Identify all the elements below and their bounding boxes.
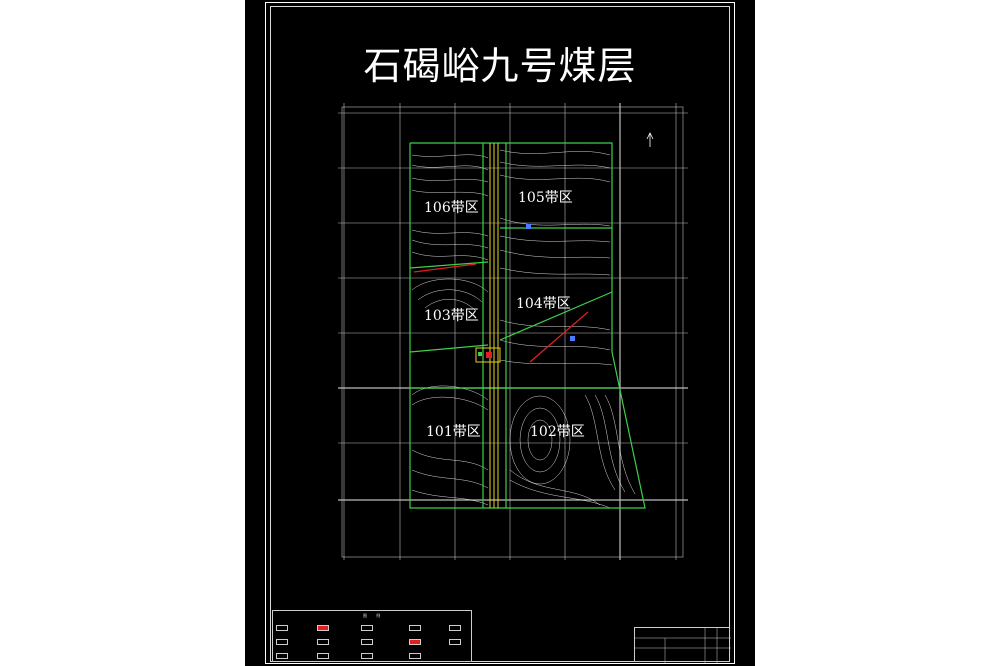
mine-boundary [409,142,646,509]
legend-item [361,653,375,659]
north-arrow-icon [646,132,654,147]
legend-item [361,639,375,645]
fault-lines [413,263,589,363]
legend-title: 图 例 [363,613,385,618]
main-shafts [489,143,499,508]
legend-item [317,625,331,631]
zone-103-label: 103带区 [424,308,479,324]
legend-item [317,639,331,645]
legend-item [317,653,331,659]
legend-item [276,625,290,631]
title-block [634,627,731,663]
legend-item [409,653,423,659]
zone-104-label: 104带区 [516,296,571,312]
title-block-grid [635,628,731,663]
zone-105-label: 105带区 [518,190,573,206]
zone-102-label: 102带区 [530,424,585,440]
zone-106-label: 106带区 [424,200,479,216]
grid-border [341,106,684,558]
drawing-inner-frame [270,6,730,662]
legend-item [409,639,423,645]
zone-101-label: 101带区 [426,424,481,440]
shaft-yard [475,347,501,363]
legend-item [361,625,375,631]
drawing-frame [265,2,735,664]
legend-item [276,639,290,645]
legend-item [276,653,290,659]
legend-box: 图 例 [272,610,472,662]
drawing-title: 石碣峪九号煤层 [363,44,637,88]
contour-lines [411,149,636,509]
legend-item [449,625,463,631]
legend-item [449,639,463,645]
coordinate-grid [338,103,688,560]
borehole-markers [526,224,575,341]
legend-item [409,625,423,631]
